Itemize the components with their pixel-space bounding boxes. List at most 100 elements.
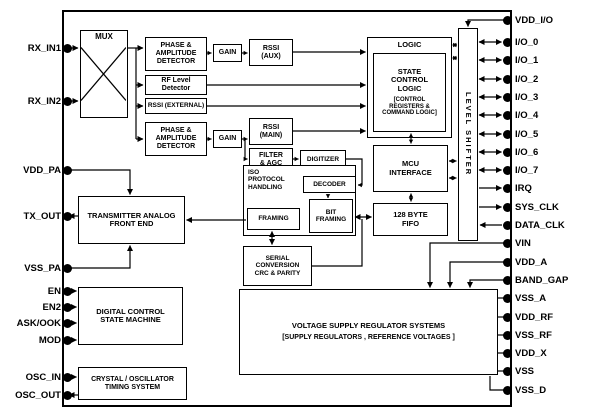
- block-label: SERIAL CONVERSION CRC & PARITY: [254, 255, 301, 277]
- phase-amplitude-detector-main: PHASE & AMPLITUDE DETECTOR: [145, 122, 207, 156]
- gain-main: GAIN: [213, 130, 242, 148]
- pin-dot: [63, 390, 72, 400]
- pin-vdd-io: VDD_I/O: [503, 15, 553, 26]
- pin-io-2: I/O_2: [503, 73, 539, 85]
- pin-tx-out: TX_OUT: [0, 210, 72, 222]
- pin-dot: [503, 312, 512, 322]
- block-label: PHASE & AMPLITUDE DETECTOR: [155, 127, 197, 150]
- bit-framing: BIT FRAMING: [309, 199, 353, 233]
- pin-band-gap: BAND_GAP: [503, 274, 569, 286]
- pin-io-0: I/O_0: [503, 36, 539, 48]
- pin-dot: [503, 220, 512, 230]
- pin-rx-in2: RX_IN2: [0, 95, 72, 107]
- pin-dot: [503, 55, 512, 65]
- rf-level-detector: RF Level Detector: [145, 75, 207, 95]
- pin-label: ASK/OOK: [16, 317, 61, 329]
- pin-label: SYS_CLK: [515, 201, 559, 213]
- pin-vdd-pa: VDD_PA: [0, 164, 72, 176]
- pin-label: EN2: [42, 301, 61, 313]
- pin-dot: [503, 385, 512, 395]
- pin-dot: [503, 129, 512, 139]
- block-label: CRYSTAL / OSCILLATOR TIMING SYSTEM: [91, 375, 174, 391]
- framing: FRAMING: [247, 208, 300, 230]
- pin-dot: [503, 92, 512, 102]
- transmitter-analog-front-end: TRANSMITTER ANALOG FRONT END: [78, 196, 185, 244]
- pin-dot: [63, 318, 72, 328]
- block-label: MCU INTERFACE: [389, 159, 432, 177]
- pin-data-clk: DATA_CLK: [503, 220, 565, 231]
- voltage-supply-regulator-systems: VOLTAGE SUPPLY REGULATOR SYSTEMS [SUPPLY…: [239, 289, 498, 375]
- fifo: 128 BYTE FIFO: [373, 203, 448, 236]
- pin-dot: [503, 165, 512, 175]
- pin-label: IRQ: [515, 182, 532, 194]
- block-label: GAIN: [218, 135, 237, 143]
- block-label: 128 BYTE FIFO: [393, 210, 428, 228]
- pin-vss-d: VSS_D: [503, 384, 547, 396]
- crystal-oscillator-timing-system: CRYSTAL / OSCILLATOR TIMING SYSTEM: [78, 367, 187, 400]
- block-label: RSSI (MAIN): [259, 123, 283, 139]
- serial-conversion-crc-parity: SERIAL CONVERSION CRC & PARITY: [243, 246, 312, 286]
- pin-vss-rf: VSS_RF: [503, 330, 552, 341]
- pin-rx-in1: RX_IN1: [0, 42, 72, 54]
- rssi-aux: RSSI (AUX): [249, 39, 293, 66]
- pin-label: VIN: [515, 237, 531, 249]
- pin-vss-a: VSS_A: [503, 293, 546, 304]
- pin-dot: [63, 263, 72, 273]
- block-label: LOGIC: [397, 40, 422, 49]
- gain-aux: GAIN: [213, 44, 242, 62]
- pin-dot: [63, 286, 72, 296]
- block-label: VOLTAGE SUPPLY REGULATOR SYSTEMS: [291, 321, 446, 331]
- pin-label: I/O_2: [515, 73, 539, 85]
- pin-dot: [503, 238, 512, 248]
- pin-label: VSS: [515, 365, 535, 377]
- block-label: STATE CONTROL LOGIC: [390, 66, 429, 93]
- pin-dot: [503, 147, 512, 157]
- state-control-logic: STATE CONTROL LOGIC [CONTROL REGISTERS &…: [373, 53, 446, 132]
- pin-dot: [503, 366, 512, 376]
- pin-dot: [63, 372, 72, 382]
- pin-irq: IRQ: [503, 182, 532, 194]
- pin-dot: [63, 335, 72, 345]
- pin-mod: MOD: [0, 335, 72, 346]
- pin-vin: VIN: [503, 237, 531, 249]
- pin-label: VSS_D: [515, 384, 547, 396]
- block-label: ISO PROTOCOL HANDLING: [248, 169, 285, 191]
- pin-label: I/O_4: [515, 109, 539, 121]
- pin-label: EN: [47, 285, 61, 297]
- block-label: BIT FRAMING: [315, 208, 347, 223]
- pin-label: VDD_RF: [515, 311, 554, 323]
- pin-label: VSS_PA: [24, 262, 61, 274]
- pin-ask-ook: ASK/OOK: [0, 317, 72, 329]
- pin-io-1: I/O_1: [503, 54, 539, 66]
- pin-label: VDD_PA: [23, 164, 61, 176]
- pin-label: I/O_0: [515, 36, 539, 48]
- mux-crossbar-icon: [81, 47, 126, 101]
- pin-label: RX_IN1: [27, 42, 61, 54]
- pin-dot: [63, 43, 72, 53]
- block-label: RF Level Detector: [161, 77, 191, 92]
- pin-vss: VSS: [503, 365, 535, 377]
- block-label: LEVEL SHIFTER: [464, 92, 474, 177]
- block-label: DECODER: [313, 180, 346, 188]
- rssi-external: RSSI (EXTERNAL): [145, 98, 207, 114]
- block-label: FILTER & AGC: [259, 151, 283, 167]
- pin-io-7: I/O_7: [503, 165, 538, 176]
- pin-label: OSC_IN: [25, 371, 61, 383]
- pin-label: I/O_1: [515, 54, 539, 66]
- pin-vdd-a: VDD_A: [503, 257, 547, 268]
- pin-io-6: I/O_6: [503, 147, 538, 158]
- pin-dot: [503, 257, 512, 267]
- block-sublabel: [SUPPLY REGULATORS , REFERENCE VOLTAGES …: [282, 333, 455, 341]
- pin-label: I/O_3: [515, 91, 539, 103]
- pin-dot: [503, 183, 512, 193]
- pin-label: RX_IN2: [27, 95, 61, 107]
- pin-dot: [503, 74, 512, 84]
- pin-vss-pa: VSS_PA: [0, 262, 72, 274]
- pin-dot: [503, 330, 512, 340]
- pin-label: BAND_GAP: [515, 274, 569, 286]
- pin-label: TX_OUT: [23, 210, 61, 222]
- pin-vdd-x: VDD_X: [503, 348, 547, 359]
- pin-dot: [63, 165, 72, 175]
- pin-en2: EN2: [0, 301, 72, 313]
